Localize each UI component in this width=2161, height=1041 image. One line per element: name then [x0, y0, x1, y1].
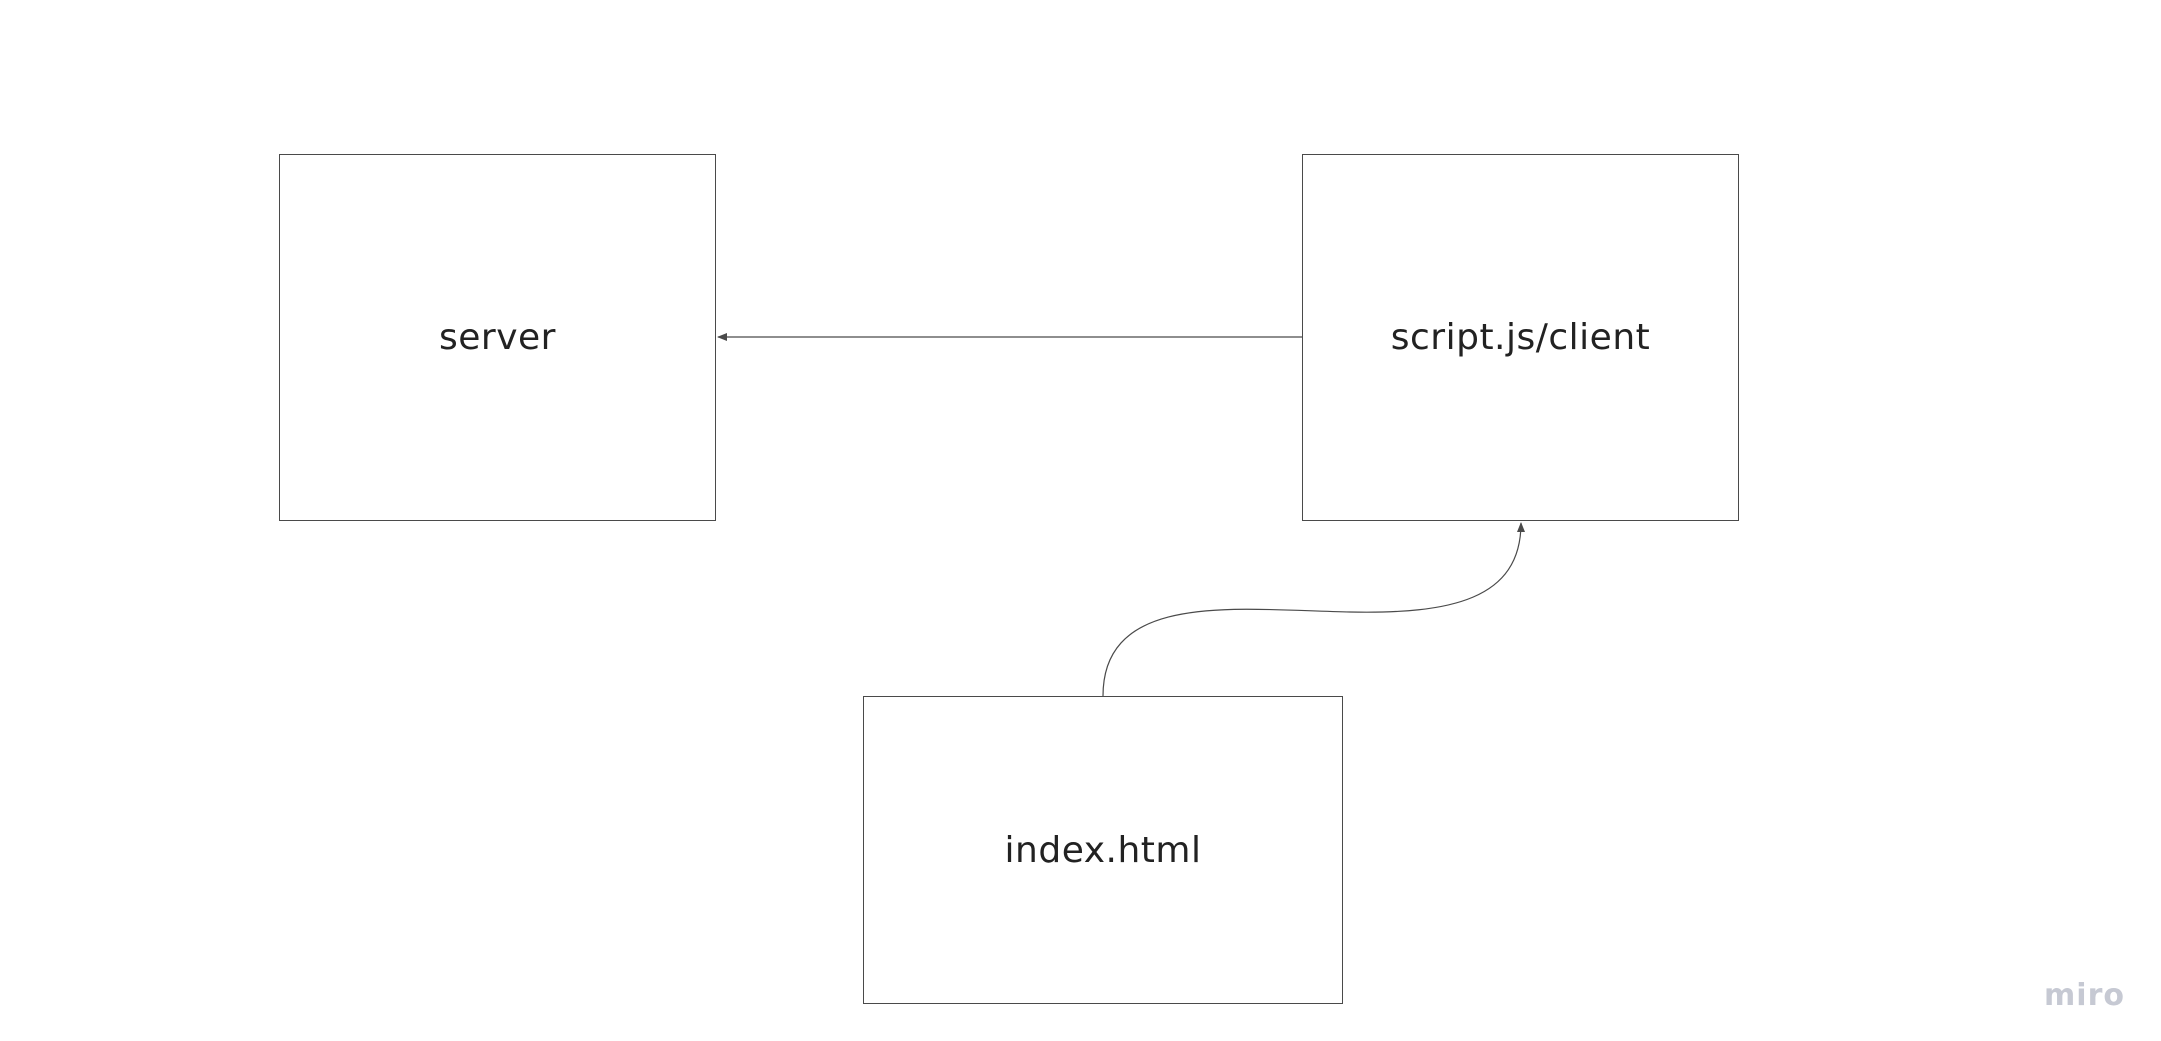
server-node[interactable]: server	[279, 154, 716, 521]
client-node-label: script.js/client	[1390, 317, 1651, 358]
edge-index-to-client[interactable]	[1102, 522, 1525, 697]
index-html-node-label: index.html	[1004, 829, 1202, 871]
server-node-label: server	[439, 317, 556, 358]
client-node[interactable]: script.js/client	[1302, 154, 1739, 521]
miro-watermark-logo: miro	[2044, 978, 2125, 1013]
index-html-node[interactable]: index.html	[863, 696, 1343, 1004]
